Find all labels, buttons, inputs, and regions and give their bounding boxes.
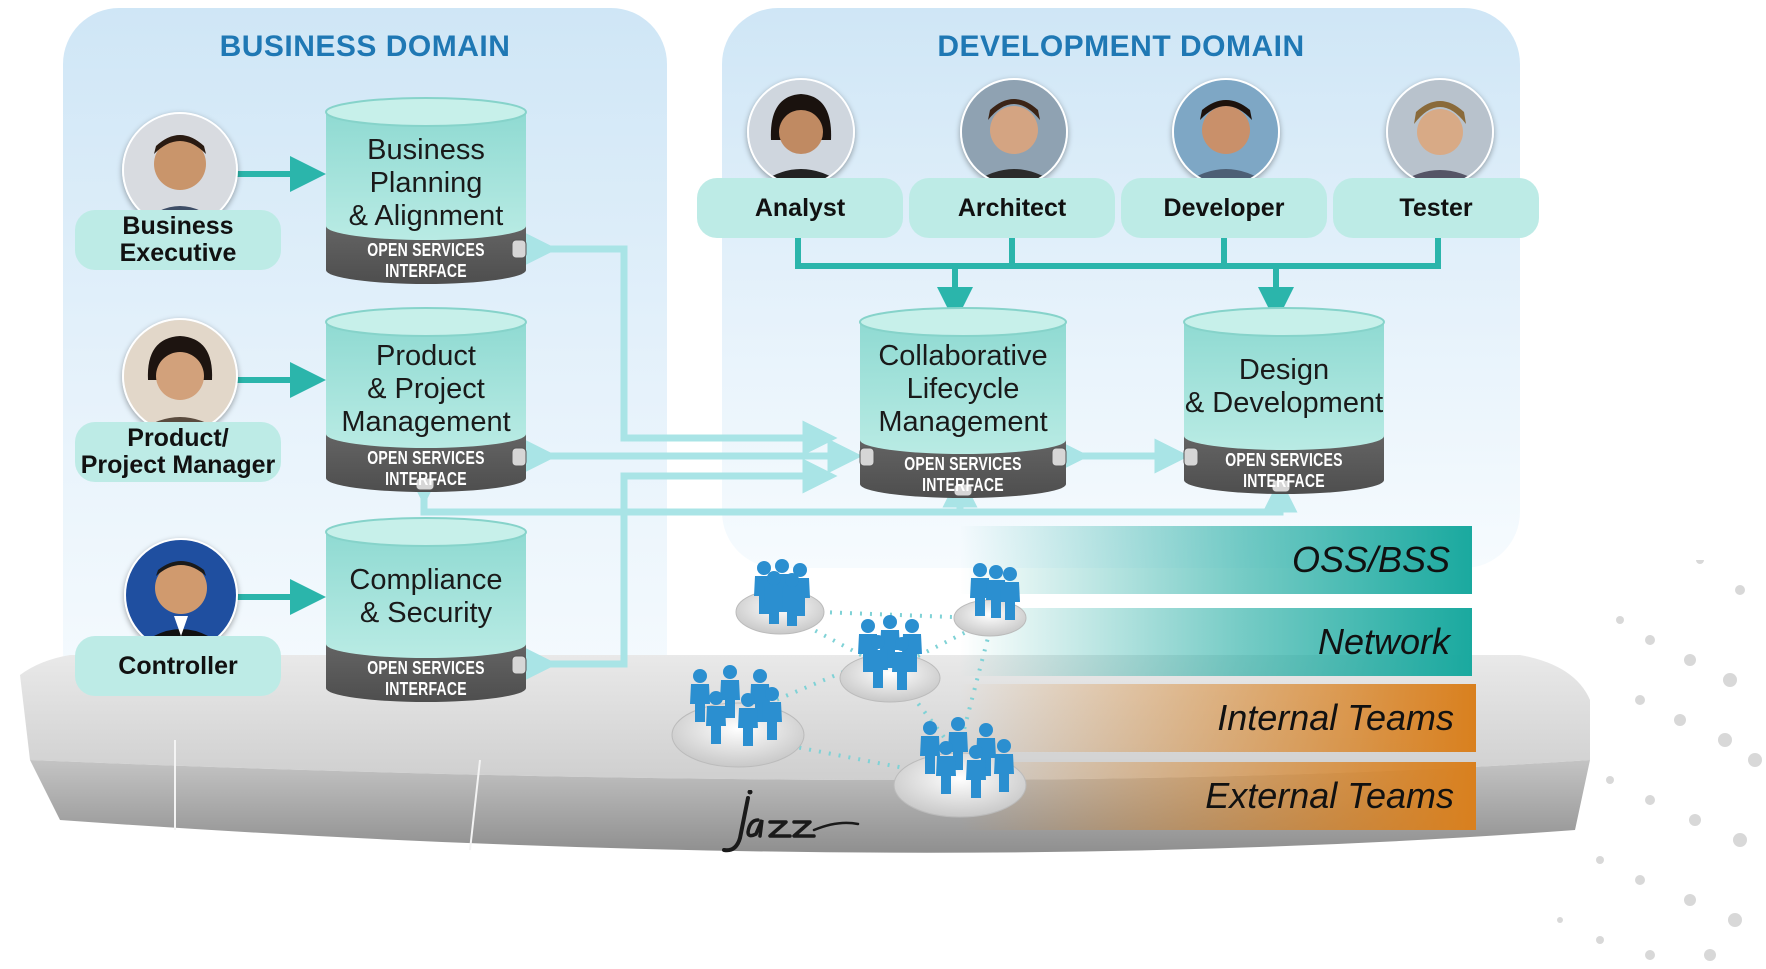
band-network: Network bbox=[960, 608, 1472, 676]
architect-avatar bbox=[960, 78, 1068, 186]
repo-compliance-label: Compliance & Security bbox=[349, 564, 503, 629]
repo-collaborative-label: Collaborative Lifecycle Management bbox=[878, 340, 1048, 438]
business-executive-avatar bbox=[122, 112, 238, 228]
repo-business-planning: Business Planning & Alignment OPEN SERVI… bbox=[326, 98, 526, 288]
open-services-interface-label: OPEN SERVICES INTERFACE bbox=[367, 448, 485, 489]
cylinder-compliance bbox=[325, 517, 527, 702]
business-domain-title: BUSINESS DOMAIN bbox=[219, 30, 511, 63]
cylinder-product-project bbox=[325, 307, 527, 492]
product-manager-label: Product/ Project Manager bbox=[75, 422, 281, 482]
analyst-label: Analyst bbox=[697, 178, 903, 238]
cylinder-collaborative bbox=[859, 307, 1067, 498]
tester-avatar bbox=[1386, 78, 1494, 186]
open-services-interface-label: OPEN SERVICES INTERFACE bbox=[904, 454, 1022, 495]
repo-design: Design & Development OPEN SERVICES INTER… bbox=[1184, 308, 1384, 498]
repo-collaborative: Collaborative Lifecycle Management OPEN … bbox=[860, 308, 1066, 508]
developer-label: Developer bbox=[1121, 178, 1327, 238]
jazz-logo bbox=[722, 790, 860, 853]
open-services-interface-label: OPEN SERVICES INTERFACE bbox=[367, 658, 485, 699]
analyst-avatar bbox=[747, 78, 855, 186]
repo-product-project-label: Product & Project Management bbox=[341, 340, 511, 438]
architect-label: Architect bbox=[909, 178, 1115, 238]
controller-label: Controller bbox=[75, 636, 281, 696]
repo-business-planning-label: Business Planning & Alignment bbox=[348, 134, 504, 232]
band-internal-teams: Internal Teams bbox=[960, 684, 1476, 752]
repo-design-label: Design & Development bbox=[1184, 354, 1384, 419]
tester-label: Tester bbox=[1333, 178, 1539, 238]
repo-compliance: Compliance & Security OPEN SERVICES INTE… bbox=[326, 518, 526, 708]
team-cluster-2 bbox=[970, 563, 1020, 620]
band-external-teams: External Teams bbox=[960, 762, 1476, 830]
cylinder-design bbox=[1183, 307, 1385, 494]
band-oss-bss: OSS/BSS bbox=[960, 526, 1472, 594]
repo-product-project: Product & Project Management OPEN SERVIC… bbox=[326, 308, 526, 498]
open-services-interface-label: OPEN SERVICES INTERFACE bbox=[1225, 450, 1343, 491]
cylinder-business-planning bbox=[325, 97, 527, 284]
business-executive-label: Business Executive bbox=[75, 210, 281, 270]
development-domain-title: DEVELOPMENT DOMAIN bbox=[937, 30, 1305, 63]
open-services-interface-label: OPEN SERVICES INTERFACE bbox=[367, 240, 485, 281]
